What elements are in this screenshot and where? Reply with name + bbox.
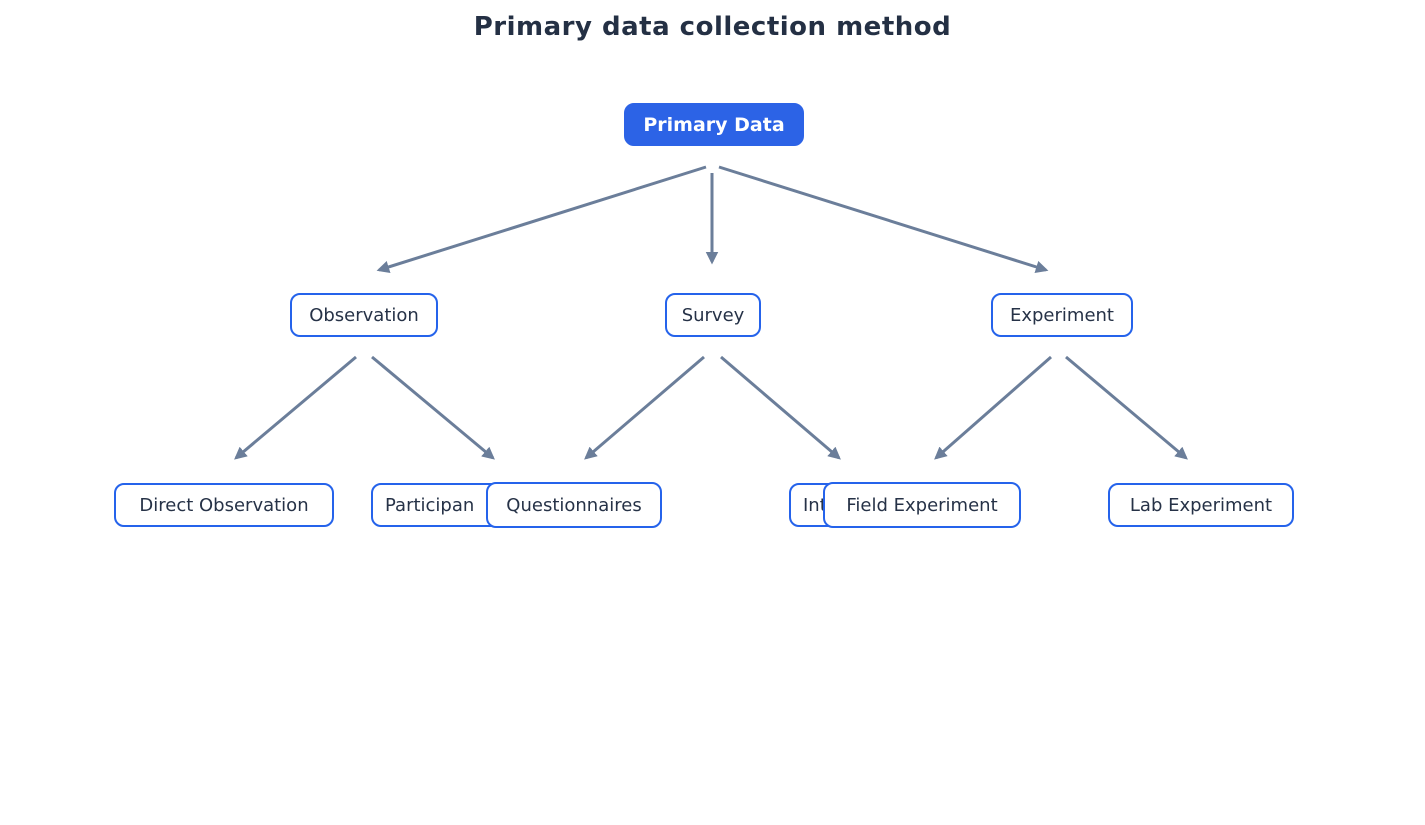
node-field-experiment: Field Experiment — [823, 482, 1021, 528]
node-lab-experiment: Lab Experiment — [1108, 483, 1294, 527]
node-experiment: Experiment — [991, 293, 1133, 337]
edge-observation-to-participant — [371, 355, 495, 460]
edge-survey-to-questionnaires — [584, 355, 705, 460]
node-observation: Observation — [290, 293, 438, 337]
node-survey: Survey — [665, 293, 761, 337]
edge-observation-to-direct-observation — [234, 355, 357, 460]
edge-experiment-to-lab-experiment — [1065, 355, 1188, 460]
edge-survey-to-interviews — [720, 355, 841, 460]
edge-primary-to-experiment — [718, 165, 1049, 273]
edge-experiment-to-field-experiment — [934, 355, 1052, 460]
node-direct-observation: Direct Observation — [114, 483, 334, 527]
node-primary-data: Primary Data — [624, 103, 804, 146]
node-questionnaires: Questionnaires — [486, 482, 662, 528]
edge-primary-to-observation — [376, 165, 707, 273]
diagram-title: Primary data collection method — [473, 12, 952, 42]
